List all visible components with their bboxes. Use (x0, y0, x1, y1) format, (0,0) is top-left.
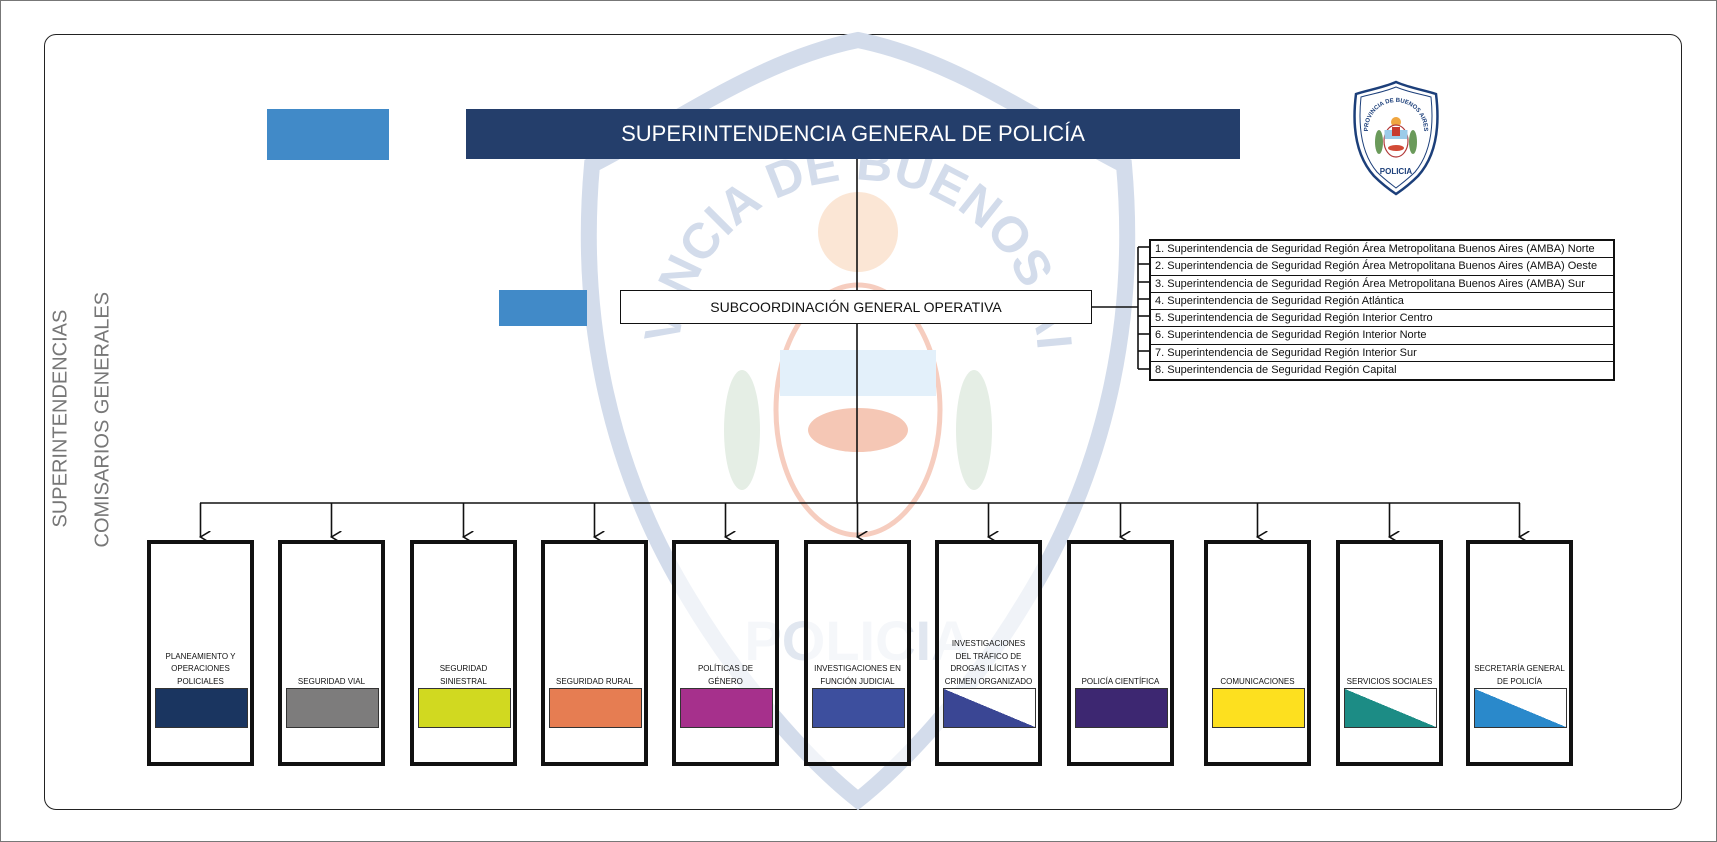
svg-text:POLICIA: POLICIA (1380, 167, 1413, 176)
superintendencias-label: SUPERINTENDENCIAS (49, 309, 72, 528)
unit-box-comunicaciones: COMUNICACIONES (1204, 540, 1311, 766)
unit-label: SEGURIDAD SINIESTRAL (439, 664, 488, 686)
unit-label: INVESTIGACIONES DEL TRÁFICO DE DROGAS IL… (944, 639, 1033, 686)
unit-label: POLÍTICAS DE GÉNERO (697, 664, 754, 686)
unit-color-swatch (1474, 688, 1567, 728)
unit-box-secretaria-general: SECRETARÍA GENERAL DE POLICÍA (1466, 540, 1573, 766)
unit-color-swatch (943, 688, 1036, 728)
region-item: 2. Superintendencia de Seguridad Región … (1151, 258, 1613, 276)
unit-color-swatch (1075, 688, 1168, 728)
unit-box-investigaciones-drogas: INVESTIGACIONES DEL TRÁFICO DE DROGAS IL… (935, 540, 1042, 766)
legend-swatch-superintendencias (267, 109, 389, 160)
superintendencia-general-box: SUPERINTENDENCIA GENERAL DE POLICÍA (466, 109, 1240, 159)
unit-label: SERVICIOS SOCIALES (1346, 676, 1433, 686)
unit-color-swatch (155, 688, 248, 728)
unit-color-swatch (812, 688, 905, 728)
superintendencia-general-title: SUPERINTENDENCIA GENERAL DE POLICÍA (621, 121, 1085, 146)
region-item: 3. Superintendencia de Seguridad Región … (1151, 276, 1613, 293)
unit-box-planeamiento: PLANEAMIENTO Y OPERACIONES POLICIALES (147, 540, 254, 766)
unit-label: SECRETARÍA GENERAL DE POLICÍA (1474, 664, 1565, 686)
subcoordinacion-title: SUBCOORDINACIÓN GENERAL OPERATIVA (710, 299, 1002, 315)
unit-color-swatch (286, 688, 379, 728)
comisarios-generales-label: COMISARIOS GENERALES (91, 291, 114, 548)
regions-list: 1. Superintendencia de Seguridad Región … (1149, 239, 1615, 382)
unit-label: INVESTIGACIONES EN FUNCIÓN JUDICIAL (814, 664, 901, 686)
unit-color-swatch (680, 688, 773, 728)
legend-swatch-comisarios (499, 290, 587, 326)
unit-box-investigaciones-judicial: INVESTIGACIONES EN FUNCIÓN JUDICIAL (804, 540, 911, 766)
police-logo: PROVINCIA DE BUENOS AIRES POLICIA (1353, 80, 1439, 196)
unit-box-seguridad-siniestral: SEGURIDAD SINIESTRAL (410, 540, 517, 766)
region-item: 1. Superintendencia de Seguridad Región … (1151, 241, 1613, 259)
region-item: 4. Superintendencia de Seguridad Región … (1151, 293, 1613, 311)
unit-box-seguridad-vial: SEGURIDAD VIAL (278, 540, 385, 766)
unit-box-servicios-sociales: SERVICIOS SOCIALES (1336, 540, 1443, 766)
unit-color-swatch (1212, 688, 1305, 728)
unit-box-seguridad-rural: SEGURIDAD RURAL (541, 540, 648, 766)
unit-label: SEGURIDAD RURAL (556, 676, 633, 686)
region-item: 5. Superintendencia de Seguridad Región … (1151, 310, 1613, 328)
unit-color-swatch (549, 688, 642, 728)
unit-box-policia-cientifica: POLICÍA CIENTÍFICA (1067, 540, 1174, 766)
unit-label: COMUNICACIONES (1220, 676, 1295, 686)
region-item: 7. Superintendencia de Seguridad Región … (1151, 345, 1613, 363)
unit-label: SEGURIDAD VIAL (297, 676, 366, 686)
unit-label: POLICÍA CIENTÍFICA (1081, 676, 1160, 686)
unit-box-politicas-genero: POLÍTICAS DE GÉNERO (672, 540, 779, 766)
unit-color-swatch (418, 688, 511, 728)
unit-label: PLANEAMIENTO Y OPERACIONES POLICIALES (165, 651, 236, 686)
region-item: 6. Superintendencia de Seguridad Región … (1151, 327, 1613, 345)
unit-color-swatch (1344, 688, 1437, 728)
region-item: 8. Superintendencia de Seguridad Región … (1155, 364, 1397, 377)
subcoordinacion-box: SUBCOORDINACIÓN GENERAL OPERATIVA (620, 290, 1092, 324)
